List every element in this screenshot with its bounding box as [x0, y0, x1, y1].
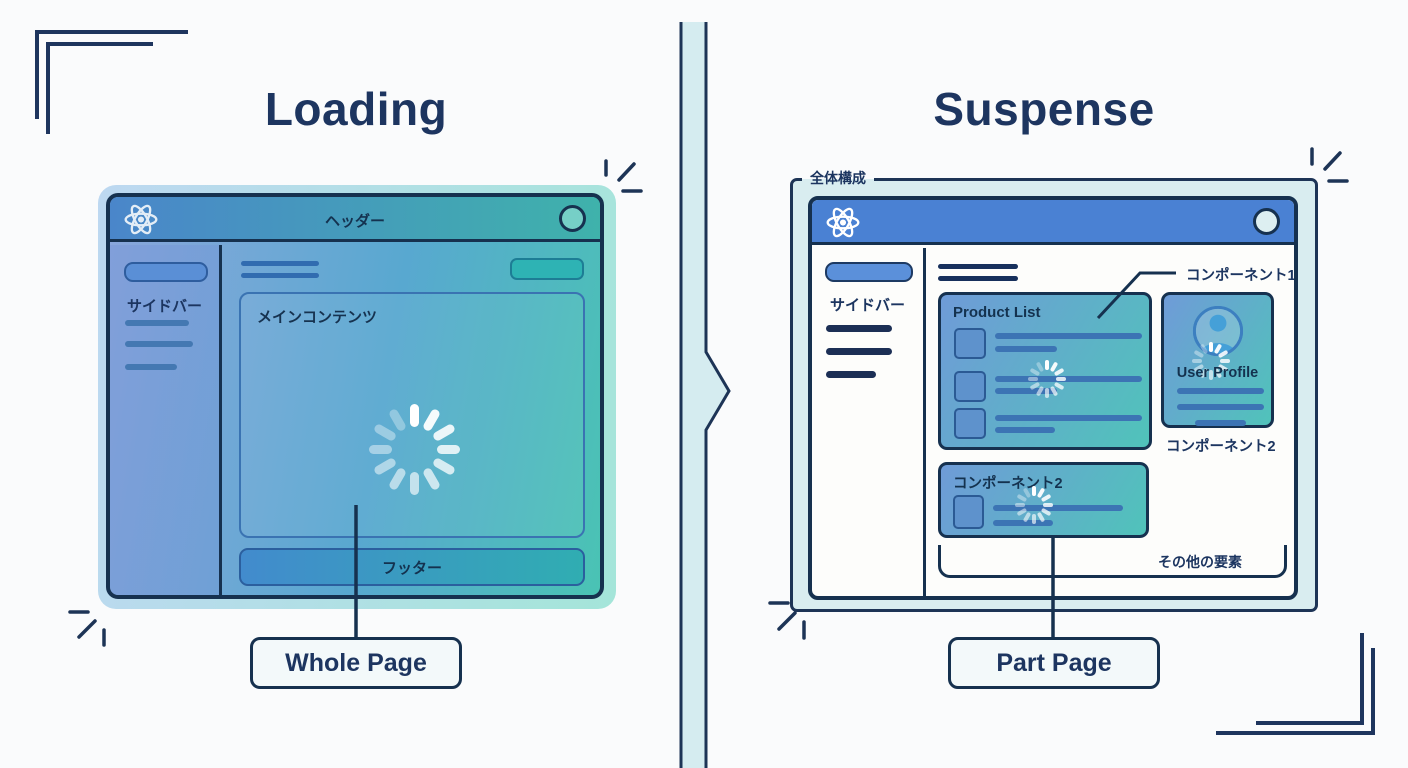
- main-content-label: メインコンテンツ: [257, 309, 378, 326]
- react-atom-icon: [124, 204, 158, 235]
- profile-skeleton-line: [1177, 404, 1264, 410]
- profile-skeleton-line: [1195, 420, 1246, 426]
- react-atom-icon: [826, 207, 860, 238]
- sidebar-skeleton-line: [826, 325, 892, 332]
- part-page-caption: Part Page: [948, 637, 1160, 689]
- sidebar-label: サイドバー: [829, 297, 905, 314]
- product-thumbnail: [954, 371, 986, 402]
- component1-label: コンポーネント1: [1186, 268, 1296, 284]
- right-browser-window: サイドバー コンポーネント1 Product List: [808, 196, 1298, 600]
- left-main-area: メインコンテンツ フッター: [225, 245, 600, 595]
- component2-card: コンポーネント2: [938, 462, 1149, 538]
- suspense-title: Suspense: [933, 83, 1155, 135]
- part-page-text: Part Page: [996, 648, 1112, 677]
- product-skeleton-line: [995, 427, 1055, 433]
- other-elements-label: その他の要素: [1158, 554, 1242, 570]
- text-skeleton-line: [241, 273, 319, 278]
- component2-skeleton-line: [993, 520, 1053, 526]
- sidebar-button: [825, 262, 913, 282]
- right-main-area: コンポーネント1 Product List Use: [929, 248, 1294, 596]
- user-profile-card: User Profile: [1161, 292, 1274, 428]
- whole-page-caption: Whole Page: [250, 637, 462, 689]
- product-list-title: Product List: [953, 304, 1041, 321]
- right-sidebar: サイドバー: [812, 248, 926, 596]
- left-sidebar: サイドバー: [110, 245, 222, 595]
- user-profile-title: User Profile: [1176, 365, 1259, 381]
- whole-page-text: Whole Page: [285, 648, 427, 677]
- other-elements-bracket: その他の要素: [938, 545, 1287, 578]
- component2-thumbnail: [953, 495, 984, 529]
- transition-arrow: [681, 22, 729, 768]
- sidebar-skeleton-line: [826, 348, 892, 355]
- sidebar-label: サイドバー: [126, 298, 202, 315]
- text-skeleton-line: [938, 264, 1018, 269]
- footer-label: フッター: [381, 559, 442, 577]
- product-skeleton-line: [995, 346, 1057, 352]
- loading-title: Loading: [264, 83, 448, 135]
- header-circle: [1253, 208, 1280, 235]
- component2-skeleton-line: [993, 505, 1123, 511]
- corner-bracket-bottom-right: [1216, 648, 1375, 735]
- profile-skeleton-line: [1177, 388, 1264, 394]
- left-browser-window: ヘッダー サイドバー メインコンテンツ フッター: [106, 193, 604, 599]
- main-content-box: メインコンテンツ: [239, 292, 585, 538]
- action-button: [510, 258, 584, 280]
- footer-bar: フッター: [239, 548, 585, 586]
- text-skeleton-line: [938, 276, 1018, 281]
- frame-legend-label: 全体構成: [802, 168, 874, 188]
- header-circle: [559, 205, 586, 232]
- sidebar-skeleton-line: [125, 364, 177, 370]
- header-label: ヘッダー: [324, 213, 385, 230]
- product-skeleton-line: [995, 415, 1142, 421]
- product-list-card: Product List: [938, 292, 1152, 450]
- component2-label: コンポーネント2: [1166, 439, 1276, 455]
- product-thumbnail: [954, 408, 986, 439]
- left-window-header: ヘッダー: [110, 197, 600, 242]
- sidebar-button: [124, 262, 208, 282]
- sidebar-skeleton-line: [826, 371, 876, 378]
- right-window-header: [812, 200, 1294, 245]
- component2-card-title: コンポーネント2: [953, 476, 1063, 492]
- sidebar-skeleton-line: [125, 320, 189, 326]
- product-skeleton-line: [995, 376, 1142, 382]
- corner-bracket-bottom-right-inner: [1256, 633, 1364, 725]
- text-skeleton-line: [241, 261, 319, 266]
- product-thumbnail: [954, 328, 986, 359]
- product-skeleton-line: [995, 333, 1142, 339]
- product-skeleton-line: [995, 388, 1057, 394]
- sidebar-skeleton-line: [125, 341, 193, 347]
